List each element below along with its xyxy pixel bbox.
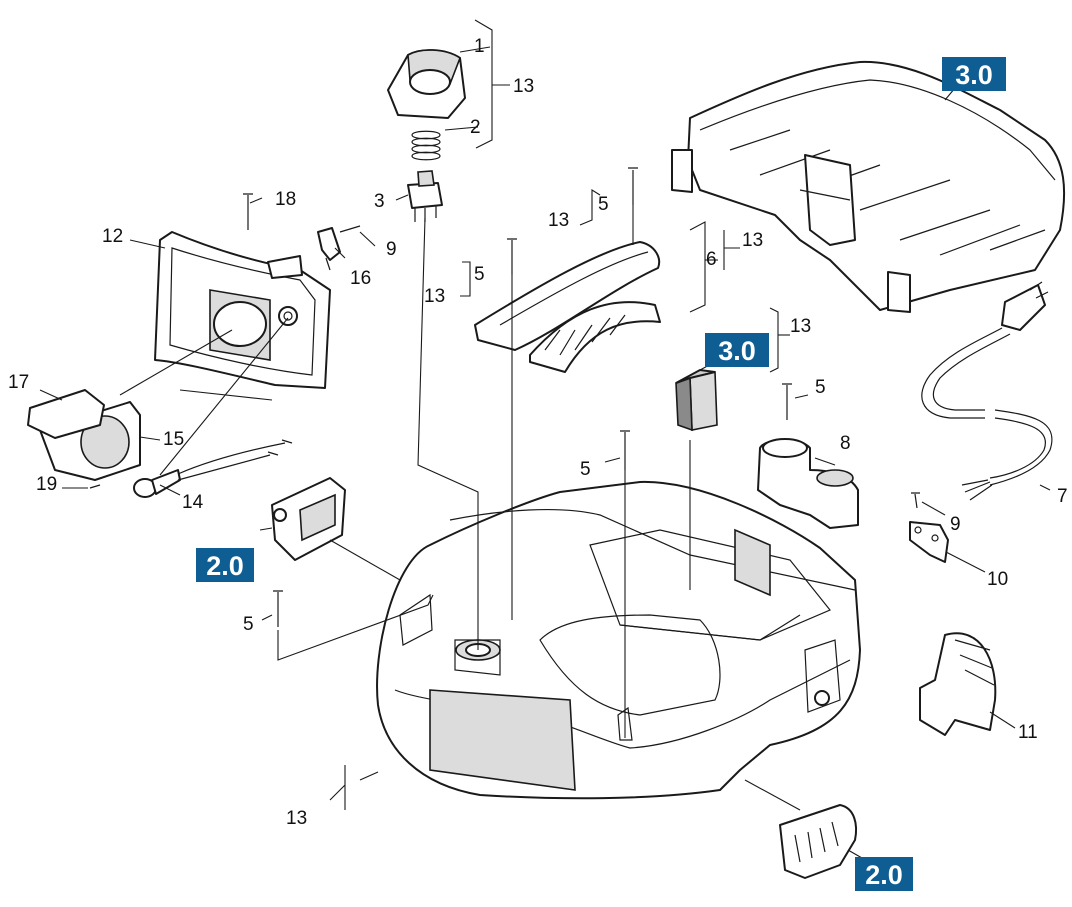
callout-9-left: 9 <box>386 239 397 260</box>
hose-cover-upper <box>474 241 660 351</box>
front-latch-upper <box>271 477 346 561</box>
callout-1: 1 <box>474 36 485 57</box>
callout-5-latch: 5 <box>243 614 254 635</box>
top-cover <box>671 60 1066 313</box>
callout-2: 2 <box>470 117 481 138</box>
callout-11: 11 <box>1018 722 1038 743</box>
control-panel <box>154 231 331 389</box>
callout-13-cover: 13 <box>424 286 445 307</box>
callout-14: 14 <box>182 492 204 513</box>
bracket <box>909 521 949 563</box>
callout-6: 6 <box>706 249 717 270</box>
callout-numbers: 1 2 3 13 18 12 9 16 13 5 5 13 6 13 13 5 … <box>8 36 1068 829</box>
callout-18: 18 <box>275 189 296 210</box>
hose-cover-lower <box>529 301 661 373</box>
switch <box>407 170 443 222</box>
callout-8: 8 <box>840 433 851 454</box>
callout-16: 16 <box>350 268 371 289</box>
power-cord <box>921 281 1053 501</box>
callout-7: 7 <box>1057 486 1068 507</box>
filter-block <box>675 368 718 432</box>
plug-connector <box>133 439 293 498</box>
screws <box>89 167 920 627</box>
rotary-knob <box>387 49 466 119</box>
callout-13-bottom: 13 <box>286 808 307 829</box>
callout-5-upper: 5 <box>598 194 609 215</box>
callout-13-top: 13 <box>513 76 534 97</box>
callout-9-right: 9 <box>950 514 961 535</box>
callout-5-holder: 5 <box>815 377 826 398</box>
callout-19: 19 <box>36 474 57 495</box>
badge-2-0-bottom: 2.0 <box>855 857 913 891</box>
callout-17: 17 <box>8 372 29 393</box>
side-handle <box>919 632 997 736</box>
badge-3-0-top-label: 3.0 <box>955 60 993 90</box>
callout-13-screw: 13 <box>548 210 569 231</box>
leader-lines <box>39 19 1051 859</box>
callout-15: 15 <box>163 429 184 450</box>
callout-5-cover: 5 <box>474 264 485 285</box>
cable-holder <box>757 438 859 529</box>
callout-12: 12 <box>102 226 123 247</box>
rear-latch-lower <box>779 804 858 879</box>
spring <box>411 130 441 161</box>
badge-2-0-left: 2.0 <box>196 548 254 582</box>
badge-3-0-top: 3.0 <box>942 57 1006 91</box>
callout-13-filter: 13 <box>790 316 811 337</box>
badge-2-0-bottom-label: 2.0 <box>865 860 903 890</box>
callout-10: 10 <box>987 569 1008 590</box>
callout-3: 3 <box>374 191 385 212</box>
badge-3-0-middle: 3.0 <box>705 333 769 367</box>
small-switch-part <box>317 227 341 271</box>
socket-with-flap <box>27 389 141 481</box>
badge-2-0-left-label: 2.0 <box>206 551 244 581</box>
callout-13-six: 13 <box>742 230 763 251</box>
badge-3-0-middle-label: 3.0 <box>718 336 756 366</box>
main-housing <box>376 480 861 800</box>
callout-5-housing: 5 <box>580 459 591 480</box>
